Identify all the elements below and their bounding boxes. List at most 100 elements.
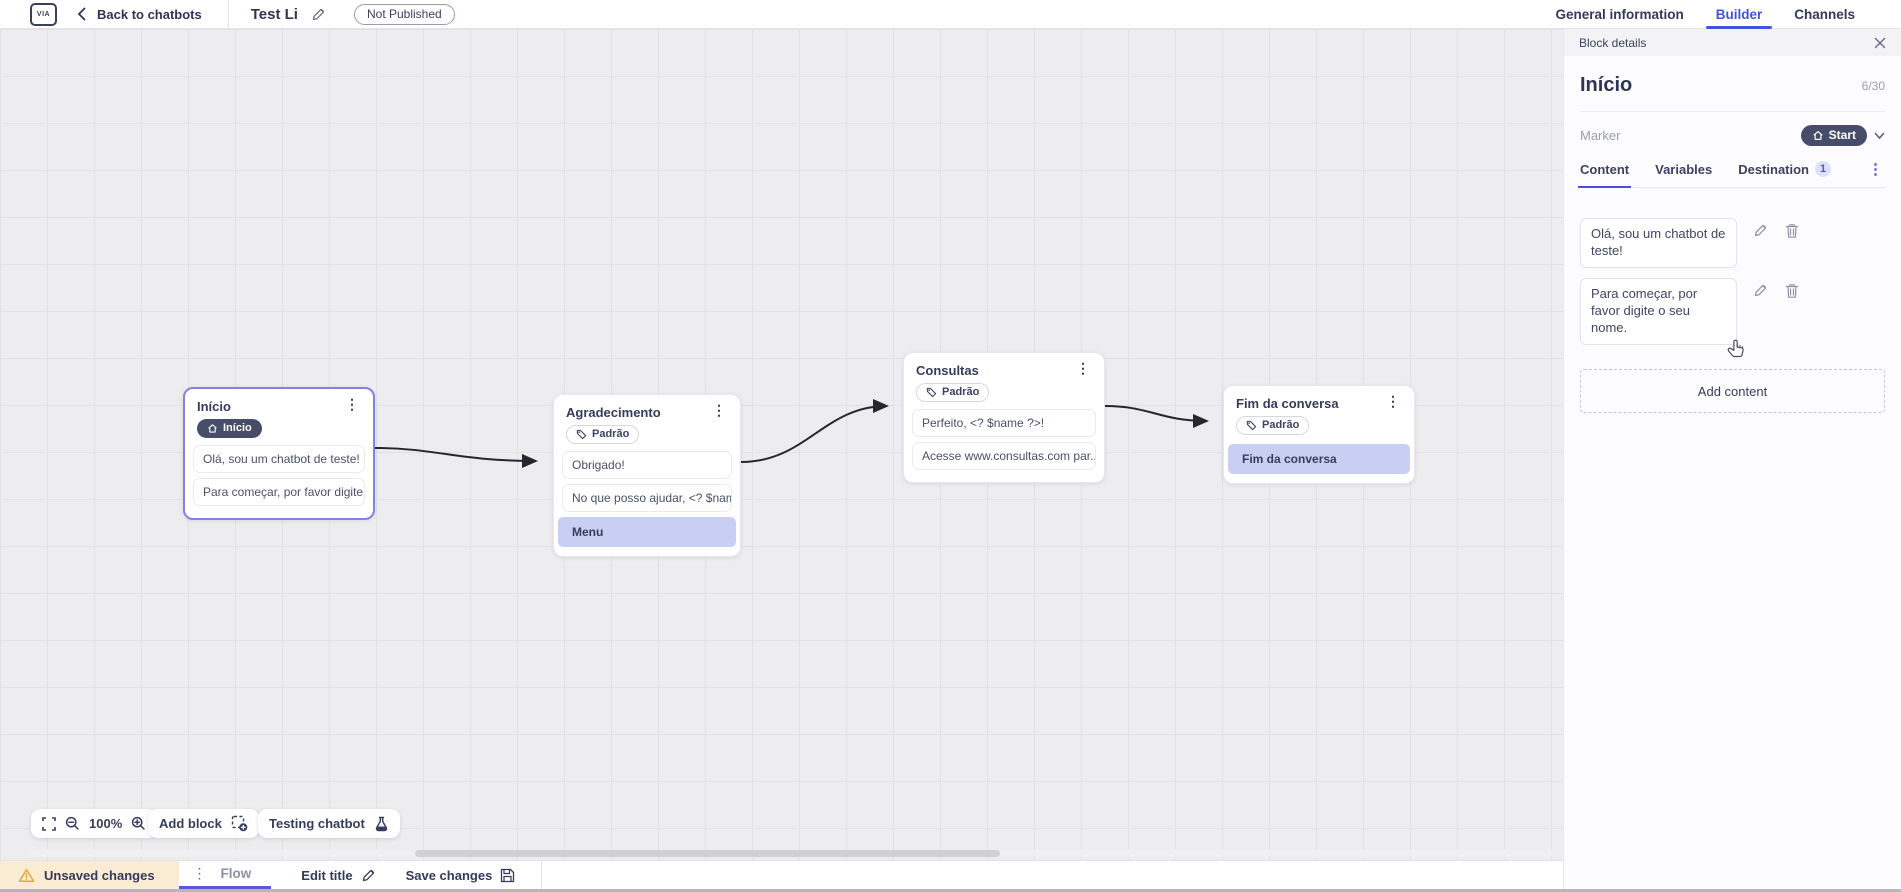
tag-label: Padrão bbox=[1262, 419, 1300, 431]
flow-node-inicio[interactable]: Início Início Olá, sou um chatbot de tes… bbox=[183, 387, 375, 520]
panel-tabs: Content Variables Destination 1 bbox=[1577, 161, 1885, 188]
node-message-row[interactable]: Para começar, por favor digite o ... bbox=[193, 478, 365, 506]
block-name[interactable]: Início bbox=[1580, 74, 1633, 96]
marker-select[interactable]: Start bbox=[1800, 125, 1885, 146]
chevron-left-icon bbox=[77, 7, 86, 21]
delete-content-icon[interactable] bbox=[1785, 223, 1799, 239]
zoom-level: 100% bbox=[89, 816, 123, 831]
content-item: Para começar, por favor digite o seu nom… bbox=[1580, 278, 1885, 346]
horizontal-scrollbar-track[interactable] bbox=[28, 850, 1553, 857]
unsaved-changes-label: Unsaved changes bbox=[44, 867, 155, 883]
edge-consultas-fim bbox=[1104, 405, 1209, 428]
edit-content-icon[interactable] bbox=[1753, 223, 1768, 238]
node-message-row[interactable]: Perfeito, <? $name ?>! bbox=[912, 409, 1096, 437]
start-badge: Start bbox=[1800, 125, 1867, 146]
builder-nav-tabs: General information Builder Channels bbox=[1539, 0, 1871, 29]
marker-label: Marker bbox=[1580, 128, 1621, 143]
tag-label: Padrão bbox=[592, 428, 630, 440]
node-title: Início bbox=[197, 399, 231, 414]
node-menu-row[interactable]: Fim da conversa bbox=[1228, 444, 1410, 474]
node-message-row[interactable]: Olá, sou um chatbot de teste! bbox=[193, 445, 365, 473]
tag-badge: Padrão bbox=[566, 425, 640, 444]
node-title: Consultas bbox=[916, 363, 979, 378]
content-message-box[interactable]: Olá, sou um chatbot de teste! bbox=[1580, 218, 1737, 269]
tab-variables[interactable]: Variables bbox=[1655, 161, 1713, 177]
zoom-in-icon[interactable] bbox=[131, 816, 146, 831]
tag-icon bbox=[1246, 420, 1257, 430]
unsaved-changes-indicator: Unsaved changes bbox=[0, 861, 179, 889]
node-title: Fim da conversa bbox=[1236, 396, 1339, 411]
tab-flow[interactable]: Flow bbox=[220, 866, 252, 881]
flow-node-consultas[interactable]: Consultas Padrão Perfeito, <? $name ?>! … bbox=[903, 352, 1105, 483]
chevron-down-icon bbox=[1874, 132, 1885, 139]
node-menu-icon[interactable] bbox=[1384, 396, 1402, 406]
tab-builder[interactable]: Builder bbox=[1700, 0, 1779, 29]
testing-chatbot-label: Testing chatbot bbox=[269, 816, 365, 831]
testing-chatbot-button[interactable]: Testing chatbot bbox=[258, 809, 400, 838]
edge-agradecimento-consultas bbox=[740, 399, 889, 463]
tag-icon bbox=[576, 429, 587, 439]
flow-node-agradecimento[interactable]: Agradecimento Padrão Obrigado! No que po… bbox=[553, 394, 741, 557]
flow-canvas[interactable]: Início Início Olá, sou um chatbot de tes… bbox=[0, 29, 1563, 860]
node-menu-icon[interactable] bbox=[710, 405, 728, 415]
fit-screen-icon[interactable] bbox=[42, 816, 56, 831]
window-bottom-edge bbox=[0, 889, 1901, 892]
content-item: Olá, sou um chatbot de teste! bbox=[1580, 218, 1885, 269]
node-message-row[interactable]: Obrigado! bbox=[562, 451, 732, 479]
status-badge: Not Published bbox=[353, 3, 455, 25]
warning-icon bbox=[18, 868, 35, 882]
flow-menu-icon[interactable] bbox=[185, 865, 215, 882]
tab-channels[interactable]: Channels bbox=[1794, 6, 1855, 22]
tag-badge: Padrão bbox=[916, 383, 990, 402]
tag-icon bbox=[926, 387, 937, 397]
destination-count-badge: 1 bbox=[1815, 161, 1832, 177]
content-message-box[interactable]: Para começar, por favor digite o seu nom… bbox=[1580, 278, 1737, 346]
start-marker-label: Início bbox=[223, 422, 252, 434]
edit-content-icon[interactable] bbox=[1753, 283, 1768, 298]
node-menu-row[interactable]: Menu bbox=[558, 517, 736, 547]
add-block-label: Add block bbox=[159, 816, 222, 831]
save-icon bbox=[501, 868, 515, 882]
flask-icon bbox=[375, 816, 388, 831]
flow-node-fim-da-conversa[interactable]: Fim da conversa Padrão Fim da conversa bbox=[1223, 385, 1415, 484]
flow-tab-group: Flow bbox=[178, 861, 272, 889]
name-char-counter: 6/30 bbox=[1861, 78, 1885, 93]
edit-title-icon[interactable] bbox=[311, 7, 326, 22]
node-menu-icon[interactable] bbox=[343, 399, 361, 409]
tag-badge: Padrão bbox=[1236, 416, 1310, 435]
zoom-controls: 100% bbox=[31, 809, 158, 838]
block-details-panel: Block details Início 6/30 Marker Start bbox=[1563, 29, 1901, 892]
delete-content-icon[interactable] bbox=[1785, 283, 1799, 299]
tab-general-information[interactable]: General information bbox=[1555, 6, 1684, 22]
node-menu-icon[interactable] bbox=[1074, 363, 1092, 373]
add-content-button[interactable]: Add content bbox=[1580, 369, 1885, 414]
app-logo-icon: VIA bbox=[30, 2, 57, 26]
house-icon bbox=[208, 423, 217, 433]
add-block-icon bbox=[231, 815, 248, 832]
add-block-button[interactable]: Add block bbox=[148, 809, 259, 838]
back-label: Back to chatbots bbox=[97, 6, 202, 22]
node-message-row[interactable]: No que posso ajudar, <? $name ... bbox=[562, 484, 732, 512]
save-changes-button[interactable]: Save changes bbox=[406, 868, 516, 883]
tab-destination[interactable]: Destination 1 bbox=[1738, 161, 1832, 187]
horizontal-scrollbar-thumb[interactable] bbox=[415, 850, 1000, 857]
edit-title-button[interactable]: Edit title bbox=[301, 868, 375, 883]
back-to-chatbots-button[interactable]: Back to chatbots bbox=[77, 7, 202, 22]
tab-content[interactable]: Content bbox=[1577, 162, 1632, 188]
chatbot-title: Test Li bbox=[250, 5, 298, 23]
panel-menu-icon[interactable] bbox=[1866, 165, 1885, 183]
zoom-out-icon[interactable] bbox=[65, 816, 80, 831]
topbar-divider bbox=[227, 0, 229, 28]
panel-title: Block details bbox=[1579, 35, 1647, 50]
edge-inicio-agradecimento bbox=[374, 447, 538, 468]
start-marker-badge: Início bbox=[197, 419, 262, 438]
edit-icon bbox=[362, 869, 374, 881]
node-message-row[interactable]: Acesse www.consultas.com par... bbox=[912, 442, 1096, 470]
save-changes-label: Save changes bbox=[405, 867, 493, 883]
start-badge-label: Start bbox=[1828, 128, 1856, 142]
top-bar: VIA Back to chatbots Test Li Not Publish… bbox=[0, 0, 1901, 29]
close-icon[interactable] bbox=[1874, 37, 1886, 49]
node-title: Agradecimento bbox=[566, 405, 661, 420]
bottombar-divider bbox=[541, 861, 543, 889]
bottom-status-bar: Unsaved changes Flow Edit title Save cha… bbox=[0, 860, 1563, 889]
